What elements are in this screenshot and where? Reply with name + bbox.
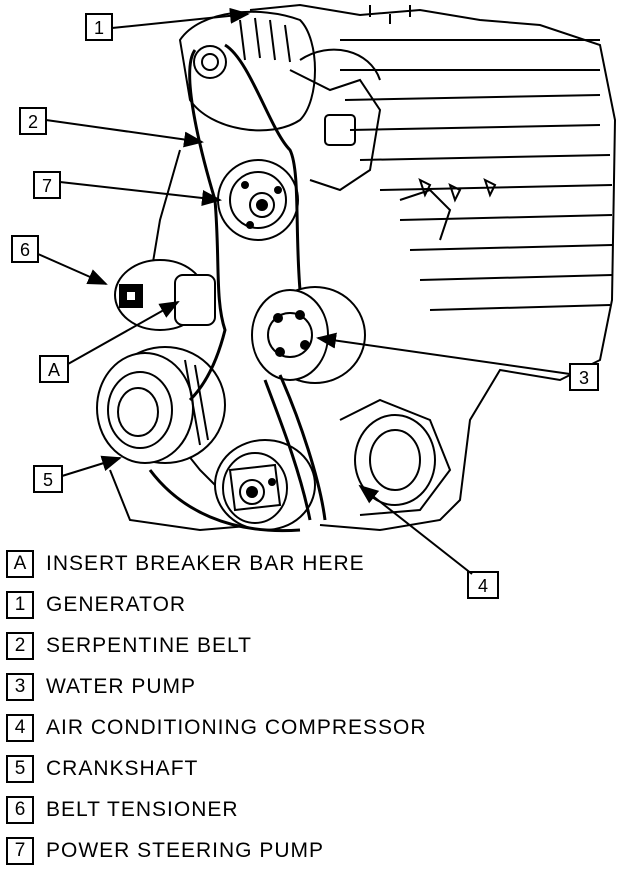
legend-row-7: 7 POWER STEERING PUMP [6, 832, 606, 869]
callout-2-label: 2 [28, 112, 38, 132]
legend-key: A [6, 549, 34, 578]
callout-1-label: 1 [94, 18, 104, 38]
engine-block [109, 3, 617, 532]
legend-row-6: 6 BELT TENSIONER [6, 791, 606, 828]
legend-key: 6 [6, 795, 34, 824]
belt-tensioner [114, 259, 216, 331]
legend-row-2: 2 SERPENTINE BELT [6, 627, 606, 664]
legend-row-1: 1 GENERATOR [6, 586, 606, 623]
legend-label: INSERT BREAKER BAR HERE [46, 551, 365, 575]
legend-label: WATER PUMP [46, 674, 196, 698]
legend-key: 7 [6, 836, 34, 865]
callout-6-label: 6 [20, 240, 30, 260]
legend-key: 1 [6, 590, 34, 619]
legend-label: SERPENTINE BELT [46, 633, 252, 657]
legend: A INSERT BREAKER BAR HERE 1 GENERATOR 2 … [6, 545, 606, 873]
legend-key: 3 [6, 672, 34, 701]
callout-5-label: 5 [43, 470, 53, 490]
callout-3-label: 3 [579, 368, 589, 388]
legend-label: AIR CONDITIONING COMPRESSOR [46, 715, 427, 739]
crankshaft-pulley [96, 346, 226, 464]
power-steering-pump-pulley [217, 159, 299, 241]
legend-key: 5 [6, 754, 34, 783]
legend-key: 2 [6, 631, 34, 660]
callout-1: 1 [85, 7, 250, 41]
serpentine-belt [148, 43, 327, 533]
water-pump-pulley [251, 286, 366, 384]
callout-3: 3 [316, 332, 599, 391]
legend-label: POWER STEERING PUMP [46, 838, 325, 862]
callout-A: A [39, 301, 180, 383]
legend-row-4: 4 AIR CONDITIONING COMPRESSOR [6, 709, 606, 746]
callout-2: 2 [19, 107, 204, 148]
legend-label: GENERATOR [46, 592, 187, 616]
legend-row-A: A INSERT BREAKER BAR HERE [6, 545, 606, 582]
legend-key: 4 [6, 713, 34, 742]
callout-7-label: 7 [42, 176, 52, 196]
legend-row-3: 3 WATER PUMP [6, 668, 606, 705]
callout-6: 6 [11, 235, 108, 285]
ac-compressor-pulley [214, 439, 316, 531]
callout-A-label: A [48, 360, 60, 380]
legend-label: CRANKSHAFT [46, 756, 199, 780]
engine-belt-diagram: 1 2 7 6 A 5 3 [11, 3, 617, 533]
legend-row-5: 5 CRANKSHAFT [6, 750, 606, 787]
callout-5: 5 [33, 455, 122, 493]
callout-7: 7 [33, 171, 222, 206]
legend-label: BELT TENSIONER [46, 797, 239, 821]
